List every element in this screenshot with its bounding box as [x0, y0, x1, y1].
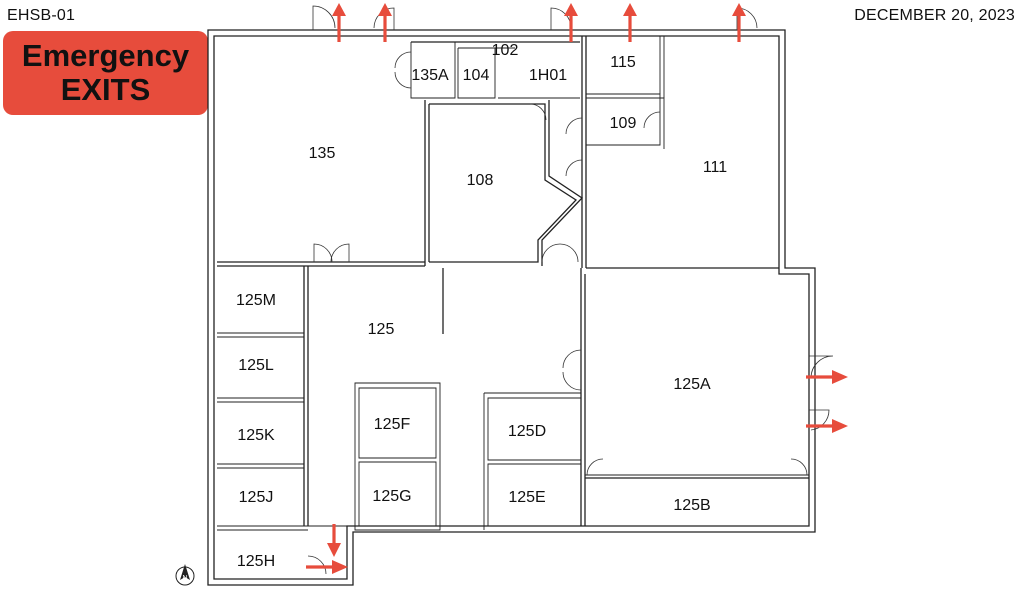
room-125D: 125D [508, 423, 546, 440]
banner-line-1: Emergency [21, 38, 190, 73]
exit-arrow-right [806, 419, 848, 433]
room-125K: 125K [237, 427, 275, 444]
room-102: 102 [492, 42, 519, 59]
room-125B: 125B [673, 497, 710, 514]
room-135A: 135A [411, 67, 449, 84]
banner-line-2: EXITS [60, 72, 151, 107]
exit-arrow-up [378, 3, 392, 42]
room-125L: 125L [238, 357, 274, 374]
room-125J: 125J [239, 489, 274, 506]
room-125F: 125F [374, 416, 411, 433]
room-111: 111 [703, 159, 727, 176]
exit-arrow-up [623, 3, 637, 42]
room-125G: 125G [372, 488, 411, 505]
room-125: 125 [368, 321, 395, 338]
north-compass-icon: N [175, 564, 195, 586]
exit-arrow-up [564, 3, 578, 42]
room-109: 109 [610, 115, 637, 132]
room-104: 104 [463, 67, 490, 84]
room-108: 108 [467, 172, 494, 189]
room-115: 115 [610, 54, 636, 71]
exit-arrow-down [327, 524, 341, 557]
room-labels: 135 135A 104 102 1H01 115 109 111 108 12… [236, 42, 727, 570]
document-date: DECEMBER 20, 2023 [854, 7, 1015, 24]
document-id: EHSB-01 [7, 7, 76, 24]
room-125M: 125M [236, 292, 276, 309]
exit-arrow-right [306, 560, 348, 574]
exit-arrows [306, 3, 848, 574]
interior-walls [217, 36, 809, 531]
exit-arrow-up [732, 3, 746, 42]
exit-arrow-right [806, 370, 848, 384]
emergency-exits-banner: Emergency EXITS [3, 31, 208, 115]
room-1H01: 1H01 [529, 67, 567, 84]
exit-arrow-up [332, 3, 346, 42]
room-135: 135 [309, 145, 336, 162]
room-125A: 125A [673, 376, 711, 393]
room-125H: 125H [237, 553, 275, 570]
room-125E: 125E [508, 489, 545, 506]
compass-label: N [182, 575, 187, 582]
